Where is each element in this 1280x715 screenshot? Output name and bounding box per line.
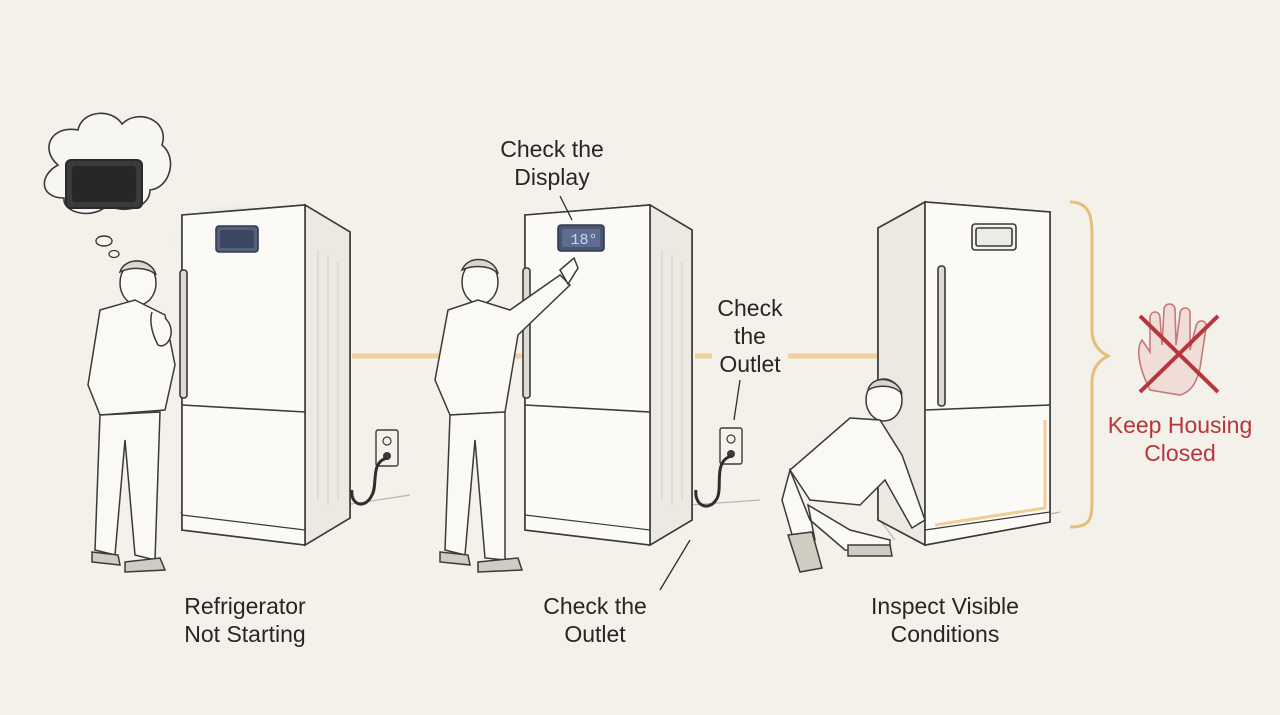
- outlet-icon: [350, 429, 399, 506]
- label-line: Keep Housing: [1107, 412, 1253, 438]
- label-check-display: Check the Display: [482, 135, 622, 191]
- thought-bubble-icon: [43, 112, 172, 259]
- label-line: Refrigerator: [184, 593, 306, 619]
- label-check-outlet-bottom: Check the Outlet: [520, 592, 670, 648]
- label-line: Not Starting: [184, 621, 306, 647]
- person-thinking: [87, 260, 176, 573]
- refrigerator-2: [522, 203, 693, 547]
- label-line: Conditions: [890, 621, 1000, 647]
- label-line: Display: [514, 164, 590, 190]
- label-line: Check the: [500, 136, 604, 162]
- no-touch-icon: [1138, 303, 1220, 396]
- label-not-starting: Refrigerator Not Starting: [160, 592, 330, 648]
- label-inspect: Inspect Visible Conditions: [845, 592, 1045, 648]
- outlet-icon-2: [694, 427, 743, 508]
- person-crouching: [781, 378, 926, 573]
- refrigerator-1: [174, 202, 351, 547]
- label-check-outlet-top: Check the Outlet: [700, 294, 800, 378]
- label-line: the: [734, 323, 766, 349]
- label-line: Outlet: [564, 621, 626, 647]
- label-line: Check the: [543, 593, 647, 619]
- label-line: Check: [717, 295, 783, 321]
- bracket-icon: [1069, 200, 1112, 529]
- label-keep-housing-closed: Keep Housing Closed: [1100, 411, 1260, 467]
- label-line: Inspect Visible: [871, 593, 1019, 619]
- label-line: Outlet: [719, 351, 781, 377]
- person-reaching: [434, 256, 579, 573]
- display-readout: 18°: [570, 232, 597, 249]
- pointer-lines: [559, 195, 741, 591]
- label-line: Closed: [1144, 440, 1216, 466]
